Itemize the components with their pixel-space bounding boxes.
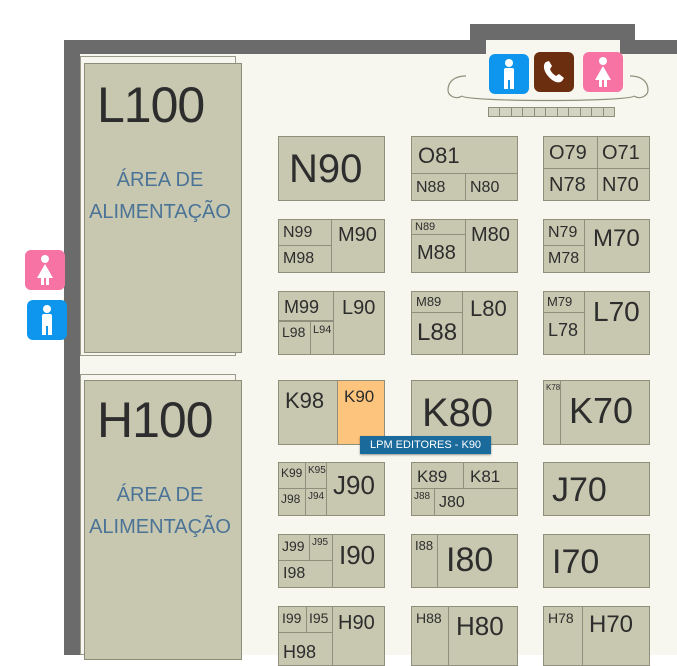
booth-group-m99: M99 L98 L94 L90 — [278, 291, 385, 355]
booth-l80[interactable]: L80 — [462, 291, 518, 355]
booth-l98[interactable]: L98 — [278, 320, 311, 355]
booth-group-n79: N79 M78 M70 — [543, 219, 650, 273]
booth-group-j99: J99 J95 I98 I90 — [278, 534, 385, 588]
booth-m89[interactable]: M89 — [411, 291, 463, 313]
booth-group-h78: H78 H70 — [543, 606, 650, 666]
booth-group-o79: O79 O71 N78 N70 — [543, 136, 650, 201]
booth-n79[interactable]: N79 — [543, 219, 585, 246]
booth-n80[interactable]: N80 — [465, 173, 518, 201]
booth-j98[interactable]: J98 — [278, 488, 306, 516]
booth-group-k89: K89 K81 J88 J80 — [411, 462, 518, 516]
booth-j88[interactable]: J88 — [411, 488, 435, 516]
booth-k98[interactable]: K98 — [278, 380, 338, 445]
booth-j80[interactable]: J80 — [434, 488, 518, 516]
booth-group-h88: H88 H80 — [411, 606, 518, 666]
booth-n89[interactable]: N89 — [411, 219, 466, 235]
area-l100[interactable]: L100 ÁREA DE ALIMENTAÇÃO — [84, 63, 242, 353]
booth-i90[interactable]: I90 — [332, 534, 385, 588]
booth-j70[interactable]: J70 — [543, 462, 650, 516]
booth-group-m89: M89 L88 L80 — [411, 291, 518, 355]
booth-m99[interactable]: M99 — [278, 291, 334, 322]
booth-h98[interactable]: H98 — [278, 632, 333, 666]
booth-m78[interactable]: M78 — [543, 245, 585, 273]
booth-n99[interactable]: N99 — [278, 219, 332, 246]
booth-m98[interactable]: M98 — [278, 245, 332, 273]
area-h100-code: H100 — [97, 392, 214, 448]
female-restroom-icon — [25, 250, 65, 290]
booth-h70[interactable]: H70 — [582, 606, 650, 666]
booth-i99[interactable]: I99 — [278, 606, 307, 633]
booth-l94[interactable]: L94 — [310, 320, 334, 355]
booth-group-k99: K99 K95 J98 J94 J90 — [278, 462, 385, 516]
booth-i88[interactable]: I88 — [411, 534, 438, 588]
service-counter-outline — [447, 75, 649, 102]
booth-m70[interactable]: M70 — [584, 219, 650, 273]
booth-j99[interactable]: J99 — [278, 534, 310, 561]
booth-o81[interactable]: O81 — [411, 136, 518, 174]
booth-k70[interactable]: K70 — [560, 380, 650, 445]
booth-i98[interactable]: I98 — [278, 560, 333, 588]
booth-j90[interactable]: J90 — [326, 462, 385, 516]
area-h100[interactable]: H100 ÁREA DE ALIMENTAÇÃO — [84, 380, 242, 660]
booth-group-o81: O81 N88 N80 — [411, 136, 518, 201]
booth-k95[interactable]: K95 — [305, 462, 327, 489]
booth-m79[interactable]: M79 — [543, 291, 585, 313]
booth-m80[interactable]: M80 — [465, 219, 518, 273]
booth-n90-big[interactable]: N90 — [278, 136, 385, 201]
booth-group-n99: N99 M98 M90 — [278, 219, 385, 273]
booth-h88[interactable]: H88 — [411, 606, 449, 666]
male-restroom-icon — [489, 54, 529, 94]
booth-h90[interactable]: H90 — [332, 606, 385, 666]
phone-icon — [534, 52, 574, 92]
booth-k99[interactable]: K99 — [278, 462, 306, 489]
booth-k89[interactable]: K89 — [411, 462, 464, 489]
booth-i70[interactable]: I70 — [543, 534, 650, 588]
area-h100-label: ÁREA DE ALIMENTAÇÃO — [89, 484, 231, 538]
booth-h80[interactable]: H80 — [448, 606, 518, 666]
booth-group-k98: K98 K90 — [278, 380, 385, 445]
booth-i80[interactable]: I80 — [437, 534, 518, 588]
booth-m90[interactable]: M90 — [331, 219, 385, 273]
booth-l78[interactable]: L78 — [543, 312, 585, 355]
male-restroom-icon — [27, 300, 67, 340]
booth-l90[interactable]: L90 — [333, 291, 385, 355]
area-l100-code: L100 — [97, 77, 205, 133]
outer-wall-top-step — [470, 24, 635, 42]
booth-n78[interactable]: N78 — [543, 168, 598, 201]
booth-o79[interactable]: O79 — [543, 136, 598, 169]
female-restroom-icon — [583, 52, 623, 92]
booth-group-i99: I99 I95 H98 H90 — [278, 606, 385, 666]
booth-i95[interactable]: I95 — [306, 606, 333, 633]
booth-j95[interactable]: J95 — [309, 534, 333, 561]
booth-n70[interactable]: N70 — [597, 168, 650, 201]
booth-k81[interactable]: K81 — [463, 462, 518, 489]
booth-k78[interactable]: K78 — [543, 380, 561, 445]
area-l100-label: ÁREA DE ALIMENTAÇÃO — [89, 169, 231, 223]
booth-n88[interactable]: N88 — [411, 173, 466, 201]
booth-j94[interactable]: J94 — [305, 488, 327, 516]
booth-k80[interactable]: K80 — [411, 380, 518, 445]
booth-o71[interactable]: O71 — [597, 136, 650, 169]
booth-group-m79: M79 L78 L70 — [543, 291, 650, 355]
booth-m88[interactable]: M88 — [411, 234, 466, 273]
booth-h78[interactable]: H78 — [543, 606, 583, 666]
outer-wall-left — [64, 40, 80, 655]
booth-l70[interactable]: L70 — [584, 291, 650, 355]
booth-tooltip: LPM EDITORES - K90 — [360, 436, 492, 454]
booth-group-n89: N89 M88 M80 — [411, 219, 518, 273]
booth-group-k78: K78 K70 — [543, 380, 650, 445]
booth-l88[interactable]: L88 — [411, 312, 463, 355]
small-booths-strip — [488, 107, 615, 117]
booth-k90-highlighted[interactable]: K90 — [337, 380, 385, 445]
booth-group-i88: I88 I80 — [411, 534, 518, 588]
